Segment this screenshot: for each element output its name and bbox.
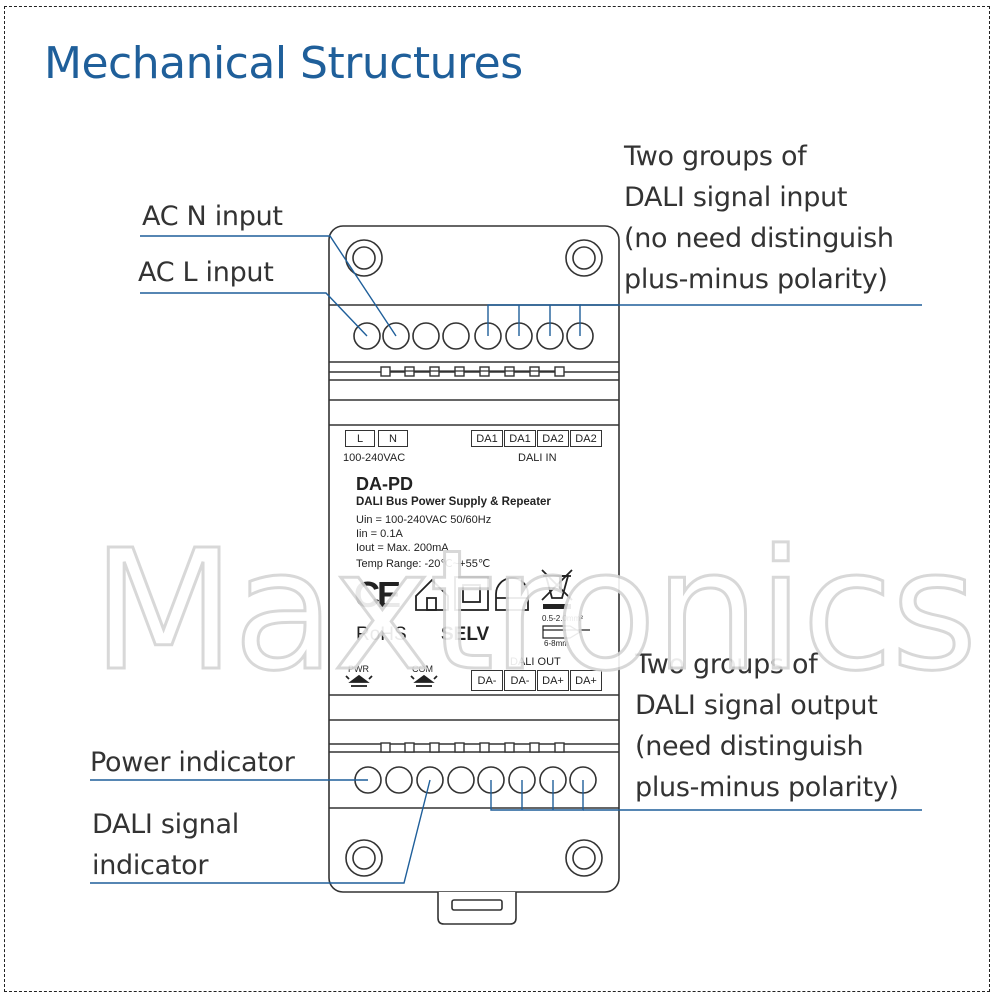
callout-dali-indicator: DALI signal indicator xyxy=(92,809,239,881)
terminal-label-da2-a: DA2 xyxy=(537,430,569,447)
callout-ac-l: AC L input xyxy=(138,257,274,288)
wire-size-label: 0.5-2.0mm² xyxy=(542,614,583,623)
spec-iout: Iout = Max. 200mA xyxy=(356,542,449,554)
callout-ac-n: AC N input xyxy=(142,201,283,232)
independent-icon xyxy=(495,577,529,611)
wire-strip-icon xyxy=(542,604,590,639)
callout-lines xyxy=(90,235,922,884)
terminal-label-da-plus-b: DA+ xyxy=(570,670,602,691)
terminal-label-da1-a: DA1 xyxy=(471,430,503,447)
com-label: COM xyxy=(412,664,433,674)
model-name: DA-PD xyxy=(356,474,413,494)
page-title: Mechanical Structures xyxy=(44,38,523,89)
mount-hole-top-left xyxy=(345,239,383,277)
callout-power-indicator: Power indicator xyxy=(90,747,295,778)
double-insulation-icon xyxy=(454,576,489,611)
pwr-led-icon xyxy=(345,674,373,687)
terminal-label-da2-b: DA2 xyxy=(570,430,602,447)
voltage-label: 100-240VAC xyxy=(343,452,406,464)
callout-dali-output: Two groups of DALI signal output (need d… xyxy=(635,649,899,803)
house-icon xyxy=(415,578,449,611)
terminal-label-da-plus-a: DA+ xyxy=(537,670,569,691)
terminal-label-da-minus-a: DA- xyxy=(471,670,503,691)
dali-out-label: DALI OUT xyxy=(510,656,561,668)
callout-dali-input: Two groups of DALI signal input (no need… xyxy=(624,141,894,295)
device-name: DALI Bus Power Supply & Repeater xyxy=(356,496,551,508)
ce-mark: CE xyxy=(354,574,401,615)
terminal-label-l: L xyxy=(345,430,375,447)
spec-temp: Temp Range: -20℃~+55℃ xyxy=(356,558,491,570)
rohs-mark: RoHS xyxy=(356,624,407,645)
mount-hole-bottom-left xyxy=(345,839,383,877)
watermark: Maxtronics xyxy=(91,514,980,710)
din-clip xyxy=(437,892,517,925)
din-clip-slot xyxy=(451,899,503,911)
pwr-label: PWR xyxy=(348,664,369,674)
com-led-icon xyxy=(410,674,438,687)
house-door xyxy=(426,597,437,611)
dashed-frame xyxy=(4,6,990,992)
dali-in-label: DALI IN xyxy=(518,452,557,464)
bottom-slot-row xyxy=(380,742,565,753)
mount-hole-bottom-right xyxy=(565,839,603,877)
spec-uin: Uin = 100-240VAC 50/60Hz xyxy=(356,514,492,526)
mount-hole-top-right xyxy=(565,239,603,277)
strip-length-label: 6-8mm xyxy=(544,639,569,648)
selv-mark: SELV xyxy=(441,624,490,645)
terminal-label-n: N xyxy=(378,430,408,447)
terminal-label-da-minus-b: DA- xyxy=(504,670,536,691)
terminal-label-da1-b: DA1 xyxy=(504,430,536,447)
spec-iin: Iin = 0.1A xyxy=(356,528,403,540)
